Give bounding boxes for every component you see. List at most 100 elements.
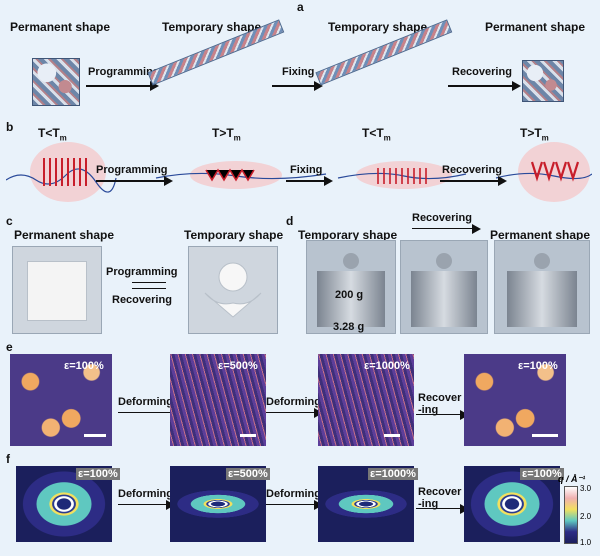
weight-photo-temporary: 200 g 3.28 g [306, 240, 396, 334]
arrow-c-right [132, 282, 166, 283]
weight-photo-middle [400, 240, 488, 334]
folded-sample [204, 262, 262, 318]
strain-label-f1: ε=100% [76, 468, 120, 480]
f-label-recovering: Recover -ing [418, 486, 462, 510]
arrow-f2 [266, 504, 316, 505]
weight-photo-permanent [494, 240, 590, 334]
strain-label-f4: ε=100% [520, 468, 564, 480]
arrowhead-a2 [314, 81, 323, 91]
arrow-f3 [416, 508, 462, 509]
e-label-deforming-1: Deforming [118, 396, 173, 408]
arrow-c-left [132, 288, 166, 289]
arrow-b1 [96, 180, 166, 182]
chain-state-4 [495, 142, 592, 202]
arrow-e3 [416, 414, 462, 415]
panel-a-title-3: Temporary shape [328, 20, 428, 34]
weight-cylinder-1 [317, 271, 385, 327]
temp-label-2: T>Tm [212, 126, 241, 143]
strain-label-e1: ε=100% [64, 360, 104, 372]
arrow-a1 [86, 85, 152, 87]
e-label-deforming-2: Deforming [266, 396, 321, 408]
saxs-pattern-100: ε=100% [16, 466, 120, 542]
permanent-cube [32, 58, 80, 106]
scale-bar-e4 [532, 434, 558, 437]
panel-b-letter: b [6, 120, 14, 134]
arrowhead-a3 [512, 81, 521, 91]
panel-c-letter: c [6, 214, 13, 228]
temp-label-4: T>Tm [520, 126, 549, 143]
arrow-label-programming: Programming [88, 66, 160, 78]
arrowhead-d [472, 224, 481, 234]
saxs-pattern-1000: ε=1000% [318, 466, 418, 542]
arrowhead-b2 [324, 176, 333, 186]
temp-label-3: T<Tm [362, 126, 391, 143]
arrowhead-b1 [164, 176, 173, 186]
c-label-programming: Programming [106, 266, 178, 278]
scale-bar-e2 [240, 434, 256, 437]
chain-state-2 [155, 161, 327, 189]
arrow-b3 [440, 180, 500, 182]
strain-label-e4: ε=100% [518, 360, 558, 372]
micrograph-500: ε=500% [170, 354, 266, 446]
c-label-recovering: Recovering [112, 294, 172, 306]
weight-knob-1 [343, 253, 359, 269]
d-label-recovering: Recovering [412, 212, 472, 224]
colorbar-label: q / Å⁻¹ [558, 474, 586, 484]
arrow-b2 [286, 180, 326, 182]
b-label-recovering: Recovering [442, 164, 502, 176]
strain-label-f3: ε=1000% [368, 468, 418, 480]
micrograph-100: ε=100% [10, 354, 112, 446]
scale-bar-e3 [384, 434, 400, 437]
arrow-a3 [448, 85, 514, 87]
panel-a-title-2: Temporary shape [162, 20, 262, 34]
temp-label-1: T<Tm [38, 126, 67, 143]
panel-c-title-2: Temporary shape [184, 228, 284, 242]
arrow-label-recovering: Recovering [452, 66, 512, 78]
arrow-f1 [118, 504, 168, 505]
weight-knob-2 [436, 253, 452, 269]
arrow-e2 [266, 412, 316, 413]
panel-d-letter: d [286, 214, 294, 228]
strain-label-e2: ε=500% [218, 360, 258, 372]
strain-label-e3: ε=1000% [364, 360, 410, 372]
panel-a-title-4: Permanent shape [485, 20, 586, 34]
saxs-pattern-500: ε=500% [170, 466, 270, 542]
colorbar-tick-3: 3.0 [580, 484, 592, 493]
panel-a-title-1: Permanent shape [10, 20, 111, 34]
b-label-fixing: Fixing [290, 164, 323, 176]
colorbar-tick-1: 1.0 [580, 538, 592, 547]
arrowhead-b3 [498, 176, 507, 186]
colorbar-tick-2: 2.0 [580, 512, 592, 521]
panel-d-title-2: Permanent shape [490, 228, 591, 242]
mass-label-3-28g: 3.28 g [333, 321, 365, 333]
scale-bar-e1 [84, 434, 106, 437]
colorbar [564, 486, 578, 544]
panel-d-title-1: Temporary shape [298, 228, 398, 242]
weight-cylinder-2 [411, 271, 477, 327]
micrograph-recovered: ε=100% [464, 354, 566, 446]
chain-state-3 [337, 161, 467, 189]
permanent-shape-photo [12, 246, 102, 334]
temporary-shape-photo [188, 246, 278, 334]
micrograph-1000: ε=1000% [318, 354, 414, 446]
f-label-deforming-1: Deforming [118, 488, 173, 500]
arrow-label-fixing: Fixing [282, 66, 315, 78]
square-sample [27, 261, 87, 321]
saxs-pattern-recovered: ε=100% [464, 466, 564, 542]
chain-state-1 [6, 142, 117, 202]
f-label-deforming-2: Deforming [266, 488, 321, 500]
arrow-e1 [118, 412, 172, 413]
panel-a-letter: a [297, 0, 304, 14]
arrowhead-a1 [150, 81, 159, 91]
strain-label-f2: ε=500% [226, 468, 270, 480]
arrow-a2 [272, 85, 316, 87]
weight-label-200g: 200 g [335, 289, 364, 301]
panel-f-letter: f [6, 452, 10, 466]
panel-c-title-1: Permanent shape [14, 228, 115, 242]
arrow-d [412, 228, 474, 229]
recovered-cube [522, 60, 564, 102]
molecular-schematic [6, 142, 592, 202]
weight-knob-3 [534, 253, 550, 269]
weight-cylinder-3 [507, 271, 577, 327]
b-label-programming: Programming [96, 164, 168, 176]
